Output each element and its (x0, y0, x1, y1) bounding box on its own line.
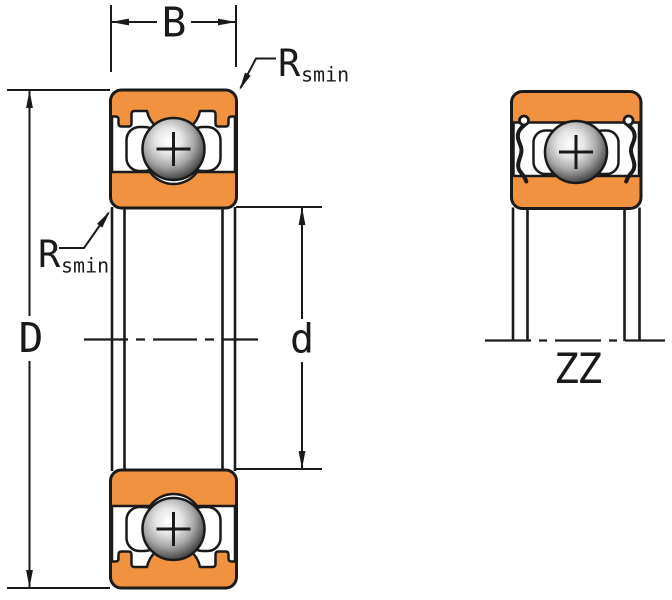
outer-diameter-label: D (19, 314, 44, 362)
arrowhead-right (218, 18, 236, 26)
shield-right (624, 123, 637, 184)
bore-diameter-label: d (290, 317, 314, 363)
shield-anchor-groove (622, 114, 635, 127)
shield-left (515, 123, 529, 184)
arrowhead-up (298, 207, 306, 225)
arrowhead-up (26, 90, 33, 108)
ball-center-cross (559, 135, 593, 169)
arrowhead-left (111, 18, 129, 26)
callout-fillet-radius-top: R smin (239, 42, 349, 90)
width-label: B (162, 0, 187, 47)
bore-lines (511, 207, 641, 341)
ball-center-cross (156, 512, 191, 546)
dimension-bore-diameter: d (236, 206, 322, 470)
callout-fillet-radius-bottom: R smin (38, 211, 110, 278)
top-half-section (109, 88, 238, 210)
fillet-radius-label: R (38, 233, 61, 276)
top-half-section (510, 90, 643, 210)
bearing-front-section-view (84, 88, 258, 590)
dimension-outer-diameter: D (7, 89, 110, 589)
bottom-half-section (109, 468, 238, 590)
arrowhead (97, 211, 110, 228)
fillet-radius-subscript: smin (61, 254, 109, 278)
shield-anchor-groove (518, 114, 530, 127)
arrowhead (239, 72, 251, 90)
ball-center-cross (156, 132, 191, 166)
leader-line (59, 212, 110, 249)
fillet-radius-label: R (278, 42, 301, 85)
dimension-b: B (110, 0, 237, 72)
bearing-zz-shield-view: ZZ (485, 90, 665, 393)
fillet-radius-subscript: smin (301, 63, 349, 87)
arrowhead-down (26, 570, 33, 588)
variant-label: ZZ (554, 344, 601, 393)
arrowhead-down (298, 451, 306, 469)
